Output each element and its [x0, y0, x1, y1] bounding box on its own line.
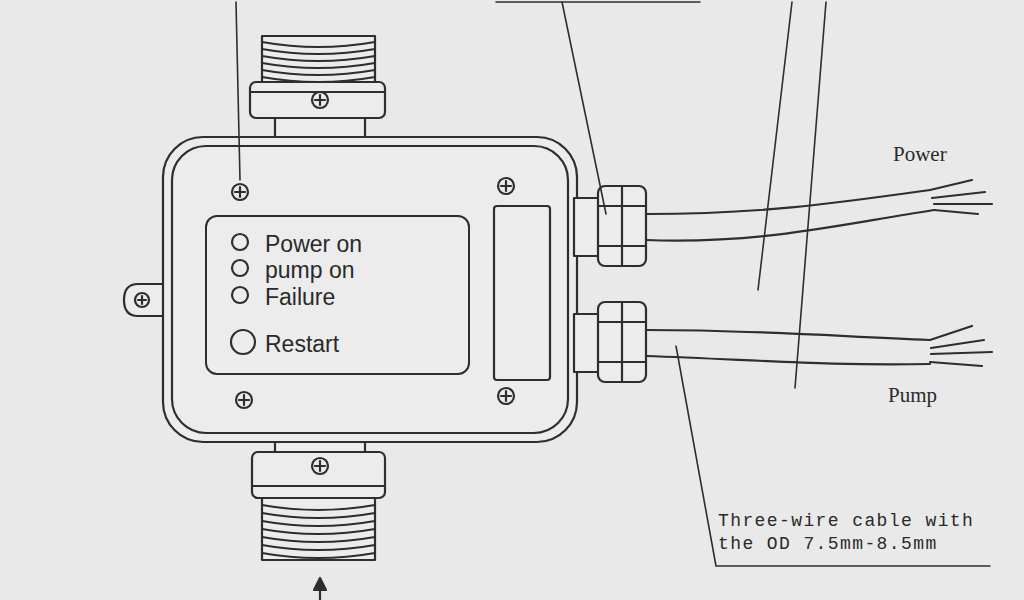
- housing-inner-outline: [172, 146, 568, 433]
- top-fitting: [250, 36, 385, 140]
- power-cable: [646, 180, 992, 241]
- display-window: [494, 206, 550, 380]
- led-indicators: [231, 234, 255, 354]
- restart-button: [231, 330, 255, 354]
- cable-name: Pump: [888, 383, 937, 408]
- cable-glands: [574, 186, 646, 382]
- indicator-label: Failure: [265, 284, 335, 310]
- bottom-fitting: [252, 440, 385, 560]
- cable-note: Three-wire cable with the OD 7.5mm-8.5mm: [718, 510, 996, 556]
- cable-name: Power: [893, 142, 947, 167]
- indicator-label: Power on: [265, 231, 362, 257]
- indicator-label: pump on: [265, 257, 355, 283]
- button-label: Restart: [265, 331, 339, 357]
- pointer-arrow: [314, 578, 326, 600]
- leader-lines: [236, 2, 990, 566]
- housing-outline: [163, 137, 577, 442]
- led-panel: Power onpump onFailureRestart: [205, 215, 470, 375]
- pump-cable: [646, 326, 992, 366]
- mounting-tab: [124, 284, 168, 316]
